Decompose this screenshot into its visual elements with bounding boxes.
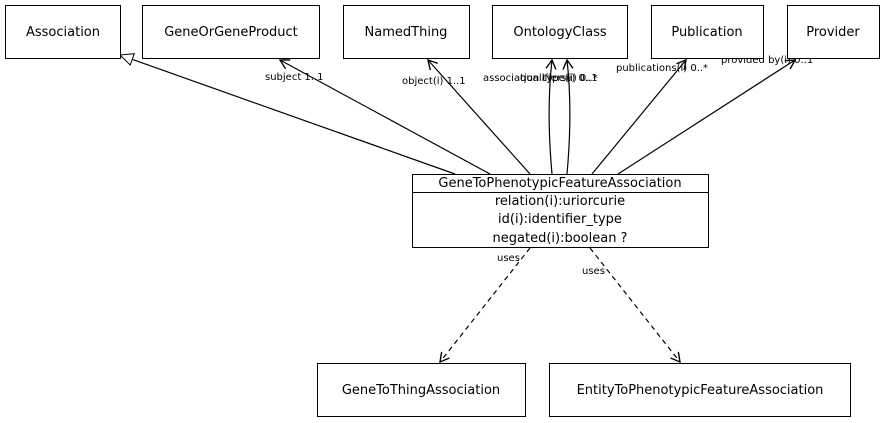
class-provider-name: Provider [806,25,860,40]
label-object: object(i) 1..1 [402,76,466,87]
edge-qualifiers [562,58,574,175]
edge-labels: subject 1..1 object(i) 1..1 association … [265,55,813,277]
edge-uses-entity-to-phenotypic [589,247,681,364]
edge-publications [591,58,687,175]
edge-is-a-association [118,53,456,175]
edge-provided-by [617,59,797,175]
class-gene-or-gene-product[interactable]: GeneOrGeneProduct [142,5,320,59]
class-publication-name: Publication [671,25,742,40]
label-provided-by: provided by(i) 0..1 [721,55,813,66]
edges [118,53,797,364]
class-main-name: GeneToPhenotypicFeatureAssociation [438,176,681,191]
class-gene-to-phenotypic-feature-association[interactable]: GeneToPhenotypicFeatureAssociation relat… [412,174,709,248]
class-named-thing-name: NamedThing [365,25,448,40]
class-ontology-class-name: OntologyClass [513,25,606,40]
label-subject: subject 1..1 [265,72,324,83]
class-ontology-class[interactable]: OntologyClass [492,5,628,59]
class-entity-to-phenotypic-name: EntityToPhenotypicFeatureAssociation [577,383,824,398]
edge-object [427,58,531,175]
class-gene-to-thing-name: GeneToThingAssociation [342,383,500,398]
edge-uses-gene-to-thing [439,247,531,364]
label-uses-2: uses [582,266,605,277]
label-qualifiers: qualifiers(i) 0..* [520,73,598,84]
class-named-thing[interactable]: NamedThing [343,5,470,59]
class-entity-to-phenotypic-feature-association[interactable]: EntityToPhenotypicFeatureAssociation [549,363,851,417]
label-association-type: association type(i) 0..1 [483,73,598,84]
attribute-relation: relation(i):uriorcurie [495,194,625,209]
class-gene-or-gene-product-name: GeneOrGeneProduct [164,25,298,40]
class-provider[interactable]: Provider [787,5,880,59]
class-association[interactable]: Association [5,5,121,59]
class-publication[interactable]: Publication [651,5,764,59]
edge-subject [278,59,491,175]
class-association-name: Association [26,25,100,40]
label-publications: publications(i) 0..* [616,63,708,74]
edge-association-type [545,58,557,175]
class-gene-to-thing-association[interactable]: GeneToThingAssociation [317,363,526,417]
label-uses-1: uses [497,253,520,264]
attribute-id: id(i):identifier_type [498,212,622,227]
attribute-negated: negated(i):boolean ? [493,231,628,246]
